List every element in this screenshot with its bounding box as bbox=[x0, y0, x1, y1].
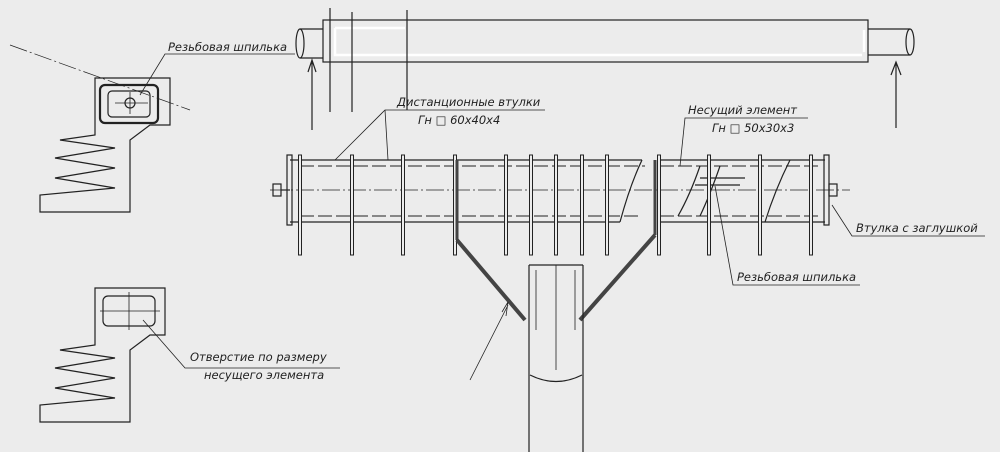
fin bbox=[580, 154, 584, 256]
label-hole-line1: Отверстие по размеру bbox=[190, 350, 327, 364]
label-spacer-profile: Гн □ 60х40х4 bbox=[418, 113, 500, 127]
label-threaded-stud-main: Резьбовая шпилька bbox=[737, 270, 856, 284]
side-view-with-stud: Резьбовая шпилька bbox=[9, 40, 295, 213]
side-view-with-hole: Отверстие по размеру несущего элемента bbox=[39, 287, 340, 423]
fin bbox=[707, 154, 711, 256]
fin bbox=[401, 154, 405, 256]
label-threaded-stud-top: Резьбовая шпилька bbox=[168, 40, 287, 54]
fin bbox=[758, 154, 762, 256]
fin bbox=[554, 154, 558, 256]
main-assembly: Дистанционные втулки Гн □ 60х40х4 Несущи… bbox=[270, 95, 985, 452]
label-spacer-sleeves: Дистанционные втулки bbox=[396, 95, 541, 109]
fin bbox=[529, 154, 533, 256]
label-capped-sleeve: Втулка с заглушкой bbox=[856, 221, 978, 235]
fin bbox=[504, 154, 508, 256]
label-hole-line2: несущего элемента bbox=[204, 368, 324, 382]
fin bbox=[298, 154, 302, 256]
fin bbox=[350, 154, 354, 256]
top-tube-view bbox=[295, 8, 915, 130]
fins bbox=[298, 154, 813, 256]
fin bbox=[605, 154, 609, 256]
label-bearing-element: Несущий элемент bbox=[688, 103, 797, 117]
label-bearing-profile: Гн □ 50х30х3 bbox=[712, 121, 794, 135]
fin bbox=[809, 154, 813, 256]
fin bbox=[657, 154, 661, 256]
